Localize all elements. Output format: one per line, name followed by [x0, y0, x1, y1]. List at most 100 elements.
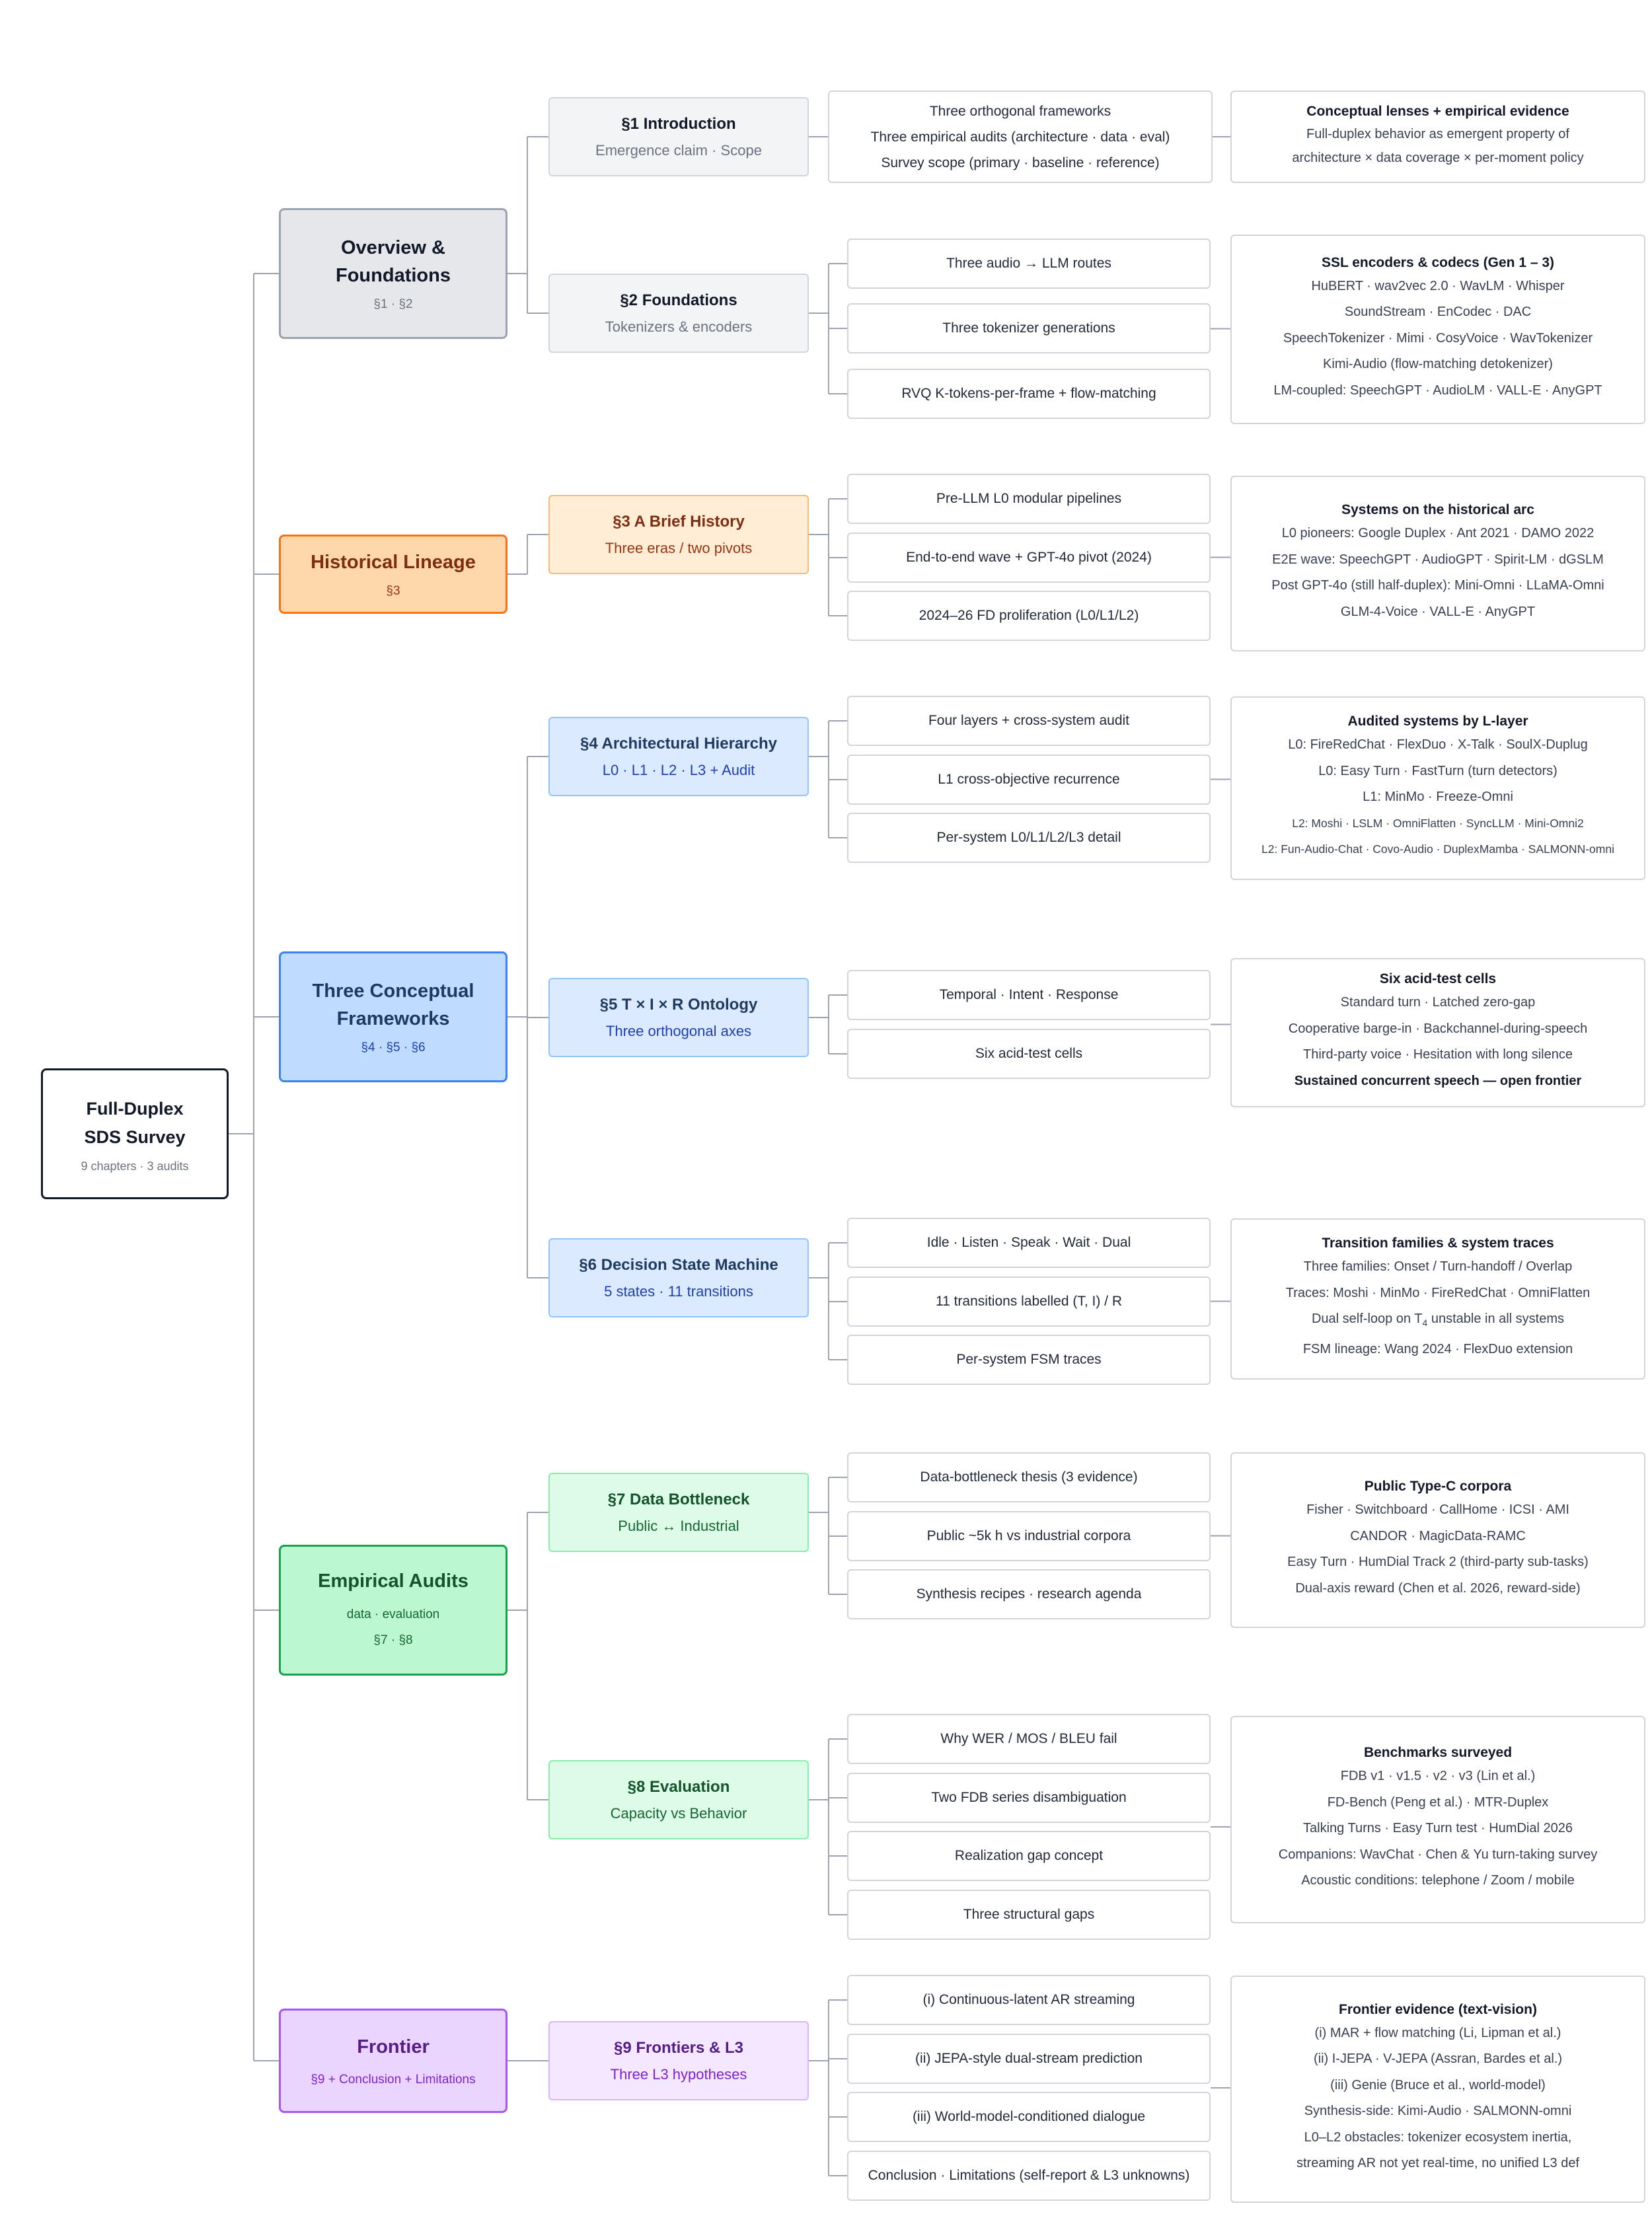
leaf-s2-1: Three audio → LLM routes — [847, 239, 1211, 289]
leaf-s9-1: (i) Continuous-latent AR streaming — [847, 1975, 1211, 2025]
detail-line-part: unstable in all systems — [1427, 1312, 1565, 1326]
category-title: Historical Lineage — [311, 552, 476, 573]
detail-line: Synthesis-side: Kimi-Audio · SALMONN-omn… — [1304, 2104, 1572, 2118]
detail-panel-d9: Frontier evidence (text-vision)(i) MAR +… — [1230, 1976, 1645, 2203]
detail-line: Easy Turn · HumDial Track 2 (third-party… — [1287, 1555, 1589, 1569]
detail-line: LM-coupled: SpeechGPT · AudioLM · VALL-E… — [1273, 383, 1602, 398]
detail-line-part: Dual self-loop on T — [1311, 1312, 1423, 1326]
section-9-frontiers-l3: §9 Frontiers & L3 Three L3 hypotheses — [548, 2021, 809, 2100]
detail-line: Traces: Moshi · MinMo · FireRedChat · Om… — [1285, 1285, 1591, 1300]
section-2-foundations: §2 Foundations Tokenizers & encoders — [548, 274, 809, 353]
section-subtitle: Three L3 hypotheses — [610, 2066, 747, 2083]
section-title: §8 Evaluation — [627, 1778, 730, 1796]
detail-panel-d2: SSL encoders & codecs (Gen 1 – 3) HuBERT … — [1230, 235, 1645, 424]
detail-line: architecture × data coverage × per-momen… — [1292, 151, 1584, 165]
section-subtitle: Three orthogonal axes — [605, 1023, 752, 1039]
detail-line: FSM lineage: Wang 2024 · FlexDuo extensi… — [1302, 1341, 1573, 1356]
leaf-s8-4: Three structural gaps — [847, 1890, 1211, 1940]
detail-title: Systems on the historical arc — [1341, 502, 1534, 517]
leaf-s4-3: Per-system L0/L1/L2/L3 detail — [847, 813, 1211, 863]
section-title: §6 Decision State Machine — [579, 1256, 778, 1274]
section-subtitle: Emergence claim · Scope — [595, 142, 762, 159]
section-3-brief-history: §3 A Brief History Three eras / two pivo… — [548, 495, 809, 574]
leaf-s7-1: Data-bottleneck thesis (3 evidence) — [847, 1452, 1211, 1502]
category-title: Overview & Foundations — [336, 237, 451, 286]
leaf-s3-2: End-to-end wave + GPT-4o pivot (2024) — [847, 533, 1211, 583]
leaf-s8-3: Realization gap concept — [847, 1831, 1211, 1881]
leaf-s4-2: L1 cross-objective recurrence — [847, 755, 1211, 805]
leaf-s9-3: (iii) World-model-conditioned dialogue — [847, 2092, 1211, 2142]
detail-line: Companions: WavChat · Chen & Yu turn-tak… — [1278, 1847, 1598, 1862]
detail-line: L0 pioneers: Google Duplex · Ant 2021 · … — [1281, 526, 1595, 540]
detail-line: Three families: Onset / Turn-handoff / O… — [1303, 1259, 1573, 1274]
intro-summary-text: Three orthogonal frameworks Three empiri… — [870, 103, 1170, 170]
leaf-s7-2: Public ~5k h vs industrial corpora — [847, 1511, 1211, 1561]
category-frontier: Frontier §9 + Conclusion + Limitations — [279, 2009, 507, 2113]
leaf-s6-2: 11 transitions labelled (T, I) / R — [847, 1276, 1211, 1327]
leaf-s7-3: Synthesis recipes · research agenda — [847, 1569, 1211, 1619]
category-overview-foundations: Overview & Foundations §1 · §2 — [279, 208, 507, 339]
category-subtitle: §1 · §2 — [373, 297, 413, 311]
detail-line: Dual self-loop on T4 unstable in all sys… — [1312, 1306, 1564, 1337]
root-title: Full-Duplex SDS Survey — [84, 1098, 186, 1147]
detail-line: Post GPT-4o (still half-duplex): Mini-Om… — [1271, 578, 1604, 593]
detail-line: Third-party voice · Hesitation with long… — [1303, 1047, 1573, 1062]
section-subtitle: Tokenizers & encoders — [605, 318, 753, 335]
category-subtitle: data · evaluation §7 · §8 — [346, 1608, 440, 1647]
section-4-architectural-hierarchy: §4 Architectural Hierarchy L0 · L1 · L2 … — [548, 717, 809, 796]
detail-line: Sustained concurrent speech — open front… — [1294, 1073, 1582, 1088]
detail-title: Conceptual lenses + empirical evidence — [1306, 104, 1569, 119]
detail-line: (ii) I-JEPA · V-JEPA (Assran, Bardes et … — [1313, 2052, 1563, 2066]
category-title: Frontier — [357, 2036, 430, 2057]
detail-line: FDB v1 · v1.5 · v2 · v3 (Lin et al.) — [1340, 1769, 1536, 1784]
detail-line: Fisher · Switchboard · CallHome · ICSI ·… — [1306, 1502, 1569, 1517]
subscript: 4 — [1422, 1317, 1428, 1328]
section-title: §3 A Brief History — [613, 513, 745, 531]
section-title: §1 Introduction — [621, 115, 736, 133]
section-subtitle: Public ↔ Industrial — [618, 1518, 739, 1534]
detail-title: Transition families & system traces — [1322, 1236, 1554, 1251]
root-node: Full-Duplex SDS Survey 9 chapters · 3 au… — [41, 1068, 229, 1199]
category-subtitle: §3 — [386, 584, 400, 598]
section-subtitle: Three eras / two pivots — [605, 540, 753, 556]
section-title: §9 Frontiers & L3 — [613, 2039, 744, 2057]
leaf-s6-3: Per-system FSM traces — [847, 1335, 1211, 1385]
section-title: §2 Foundations — [620, 291, 737, 309]
detail-title: Public Type-C corpora — [1364, 1479, 1512, 1494]
detail-line: SoundStream · EnCodec · DAC — [1344, 305, 1532, 320]
section-subtitle: Capacity vs Behavior — [610, 1805, 747, 1822]
leaf-s3-1: Pre-LLM L0 modular pipelines — [847, 474, 1211, 524]
detail-line: Full-duplex behavior as emergent propert… — [1306, 127, 1569, 141]
category-subtitle: §9 + Conclusion + Limitations — [311, 2073, 476, 2087]
section-7-data-bottleneck: §7 Data Bottleneck Public ↔ Industrial — [548, 1473, 809, 1552]
leaf-s9-2: (ii) JEPA-style dual-stream prediction — [847, 2034, 1211, 2084]
detail-line: Dual-axis reward (Chen et al. 2026, rewa… — [1295, 1580, 1581, 1596]
section-subtitle: L0 · L1 · L2 · L3 + Audit — [602, 762, 755, 778]
detail-line: Standard turn · Latched zero-gap — [1340, 995, 1536, 1010]
leaf-s4-1: Four layers + cross-system audit — [847, 696, 1211, 746]
section-6-decision-state-machine: §6 Decision State Machine 5 states · 11 … — [548, 1238, 809, 1317]
leaf-s9-4: Conclusion · Limitations (self-report & … — [847, 2151, 1211, 2201]
detail-line: streaming AR not yet real-time, no unifi… — [1296, 2156, 1579, 2170]
section-title: §7 Data Bottleneck — [607, 1491, 750, 1508]
detail-line: L0–L2 obstacles: tokenizer ecosystem ine… — [1304, 2129, 1572, 2145]
detail-title: Frontier evidence (text-vision) — [1339, 2001, 1537, 2017]
detail-title: Benchmarks surveyed — [1363, 1745, 1513, 1761]
detail-line: Cooperative barge-in · Backchannel-durin… — [1288, 1021, 1588, 1036]
detail-panel-d3: Systems on the historical arc L0 pioneers… — [1230, 476, 1645, 651]
leaf-s2-3: RVQ K-tokens-per-frame + flow-matching — [847, 369, 1211, 419]
detail-line: CANDOR · MagicData-RAMC — [1350, 1528, 1526, 1543]
section-title: §4 Architectural Hierarchy — [580, 735, 777, 753]
detail-line: HuBERT · wav2vec 2.0 · WavLM · Whisper — [1311, 278, 1565, 293]
section-subtitle: 5 states · 11 transitions — [604, 1283, 753, 1300]
detail-title: SSL encoders & codecs (Gen 1 – 3) — [1321, 254, 1555, 270]
root-subtitle: 9 chapters · 3 audits — [81, 1159, 189, 1173]
category-title: Three Conceptual Frameworks — [312, 980, 474, 1029]
leaf-s5-2: Six acid-test cells — [847, 1029, 1211, 1079]
detail-line: SpeechTokenizer · Mimi · CosyVoice · Wav… — [1283, 330, 1593, 346]
